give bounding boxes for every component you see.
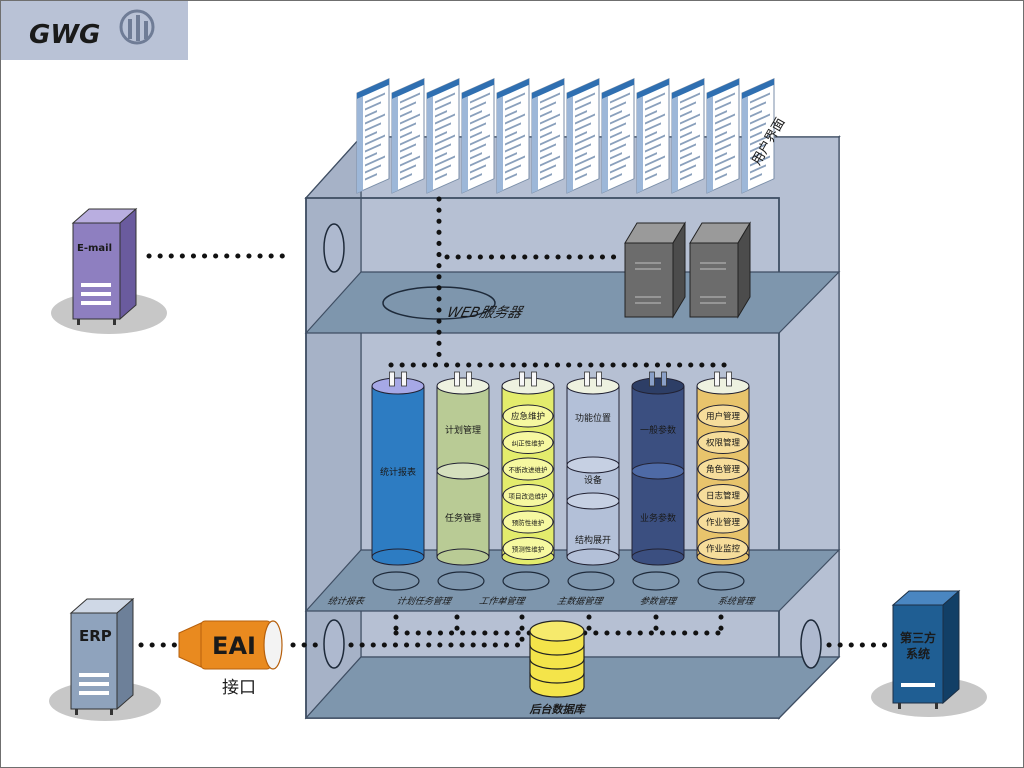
ui-screen — [601, 78, 635, 194]
module-item-label: 统计报表 — [380, 466, 416, 478]
web-server-1 — [624, 221, 686, 319]
database-label: 后台数据库 — [529, 703, 587, 716]
ui-screen — [531, 78, 565, 194]
module-item-label: 角色管理 — [706, 464, 741, 475]
ui-screen — [741, 78, 775, 194]
eai-badge: EAI — [212, 632, 256, 660]
ui-screen — [671, 78, 705, 194]
eai-caption: 接口 — [222, 678, 256, 698]
logo-emblem-icon — [119, 9, 155, 45]
module-item-label: 任务管理 — [445, 512, 481, 524]
user-interface-screens — [356, 78, 775, 194]
web-server-label: WEB服务器 — [445, 305, 525, 321]
ui-screen — [461, 78, 495, 194]
ui-screen — [566, 78, 600, 194]
module-caption: 参数管理 — [639, 596, 679, 607]
eai-connector — [178, 620, 283, 670]
module-caption: 系统管理 — [717, 596, 757, 607]
module-cylinders: 统计报表统计报表计划管理任务管理计划任务管理应急维护纠正性维护不断改进维护项目改… — [327, 371, 757, 607]
web-server-2 — [689, 221, 751, 319]
module-item-label: 不断改进维护 — [509, 465, 548, 474]
module-caption: 工作单管理 — [478, 596, 527, 607]
connectors — [138, 196, 892, 652]
module-item-label: 用户管理 — [706, 411, 741, 422]
cabinet-port-left-top — [323, 223, 345, 273]
erp-server — [49, 597, 161, 721]
module-item-label: 功能位置 — [575, 412, 611, 424]
email-label: E-mail — [77, 243, 112, 254]
module-item-label: 作业监控 — [706, 544, 741, 555]
module-item-label: 结构展开 — [575, 534, 611, 546]
module-item-label: 预防性维护 — [512, 518, 545, 527]
module-item-label: 作业管理 — [706, 517, 741, 528]
ui-screen — [496, 78, 530, 194]
ui-screen — [391, 78, 425, 194]
module-item-label: 一般参数 — [640, 424, 676, 436]
third-party-server — [871, 589, 987, 717]
backend-database — [529, 620, 585, 698]
module-item-label: 纠正性维护 — [512, 439, 545, 448]
cabinet-port-left-bottom — [323, 619, 345, 669]
module-caption: 计划任务管理 — [396, 596, 454, 607]
erp-label: ERP — [79, 627, 112, 645]
module-item-label: 计划管理 — [445, 424, 481, 436]
ui-screen — [356, 78, 390, 194]
module-item-label: 应急维护 — [511, 411, 545, 422]
ui-screen — [706, 78, 740, 194]
third-party-label: 第三方系统 — [900, 630, 936, 661]
module-item-label: 预测性维护 — [512, 545, 545, 554]
ui-screen — [426, 78, 460, 194]
logo-text: GWG — [29, 20, 100, 50]
ui-screen — [636, 78, 670, 194]
gwg-logo: GWG — [1, 1, 188, 60]
module-item-label: 业务参数 — [640, 512, 676, 524]
module-item-label: 日志管理 — [706, 491, 741, 502]
module-item-label: 项目改造维护 — [509, 492, 548, 501]
module-item-label: 设备 — [584, 474, 602, 486]
module-caption: 统计报表 — [327, 596, 366, 607]
module-item-label: 权限管理 — [706, 438, 741, 449]
module-caption: 主数据管理 — [556, 596, 605, 607]
email-server — [51, 207, 167, 334]
cabinet-port-right-bottom — [800, 619, 822, 669]
